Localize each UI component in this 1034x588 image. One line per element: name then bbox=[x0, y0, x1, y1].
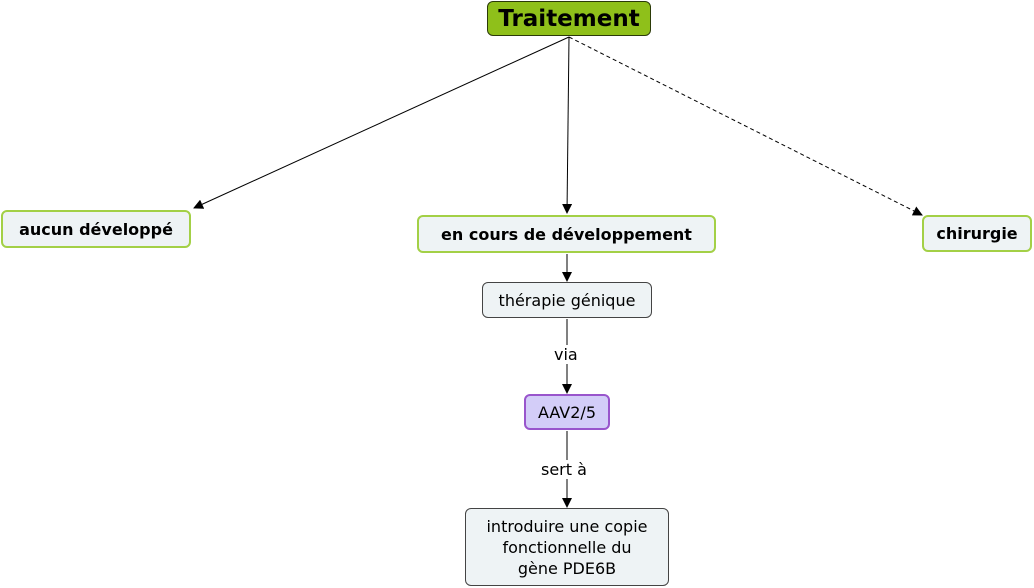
node-label: thérapie génique bbox=[498, 290, 636, 310]
edge-traitement-chirurgie bbox=[568, 36, 923, 216]
node-label: aucun développé bbox=[19, 219, 173, 239]
edge-label-sert-a: sert à bbox=[539, 460, 589, 479]
node-chirurgie[interactable]: chirurgie bbox=[922, 215, 1032, 252]
node-label: AAV2/5 bbox=[537, 402, 596, 422]
node-label: introduire une copie fonctionnelle du gè… bbox=[486, 516, 648, 578]
node-label: chirurgie bbox=[936, 224, 1018, 243]
node-aav2-5[interactable]: AAV2/5 bbox=[524, 394, 610, 430]
edge-traitement-aucun bbox=[193, 36, 570, 209]
node-label: en cours de développement bbox=[441, 224, 692, 244]
node-traitement[interactable]: Traitement bbox=[487, 1, 651, 36]
edge-label-via: via bbox=[552, 345, 580, 364]
node-therapie-genique[interactable]: thérapie génique bbox=[482, 282, 652, 318]
node-en-cours-de-developpement[interactable]: en cours de développement bbox=[417, 215, 716, 253]
edge-traitement-encours bbox=[562, 36, 573, 214]
node-introduire-copie[interactable]: introduire une copie fonctionnelle du gè… bbox=[465, 508, 669, 586]
node-aucun-developpe[interactable]: aucun développé bbox=[1, 210, 191, 248]
node-traitement-label: Traitement bbox=[498, 5, 640, 32]
